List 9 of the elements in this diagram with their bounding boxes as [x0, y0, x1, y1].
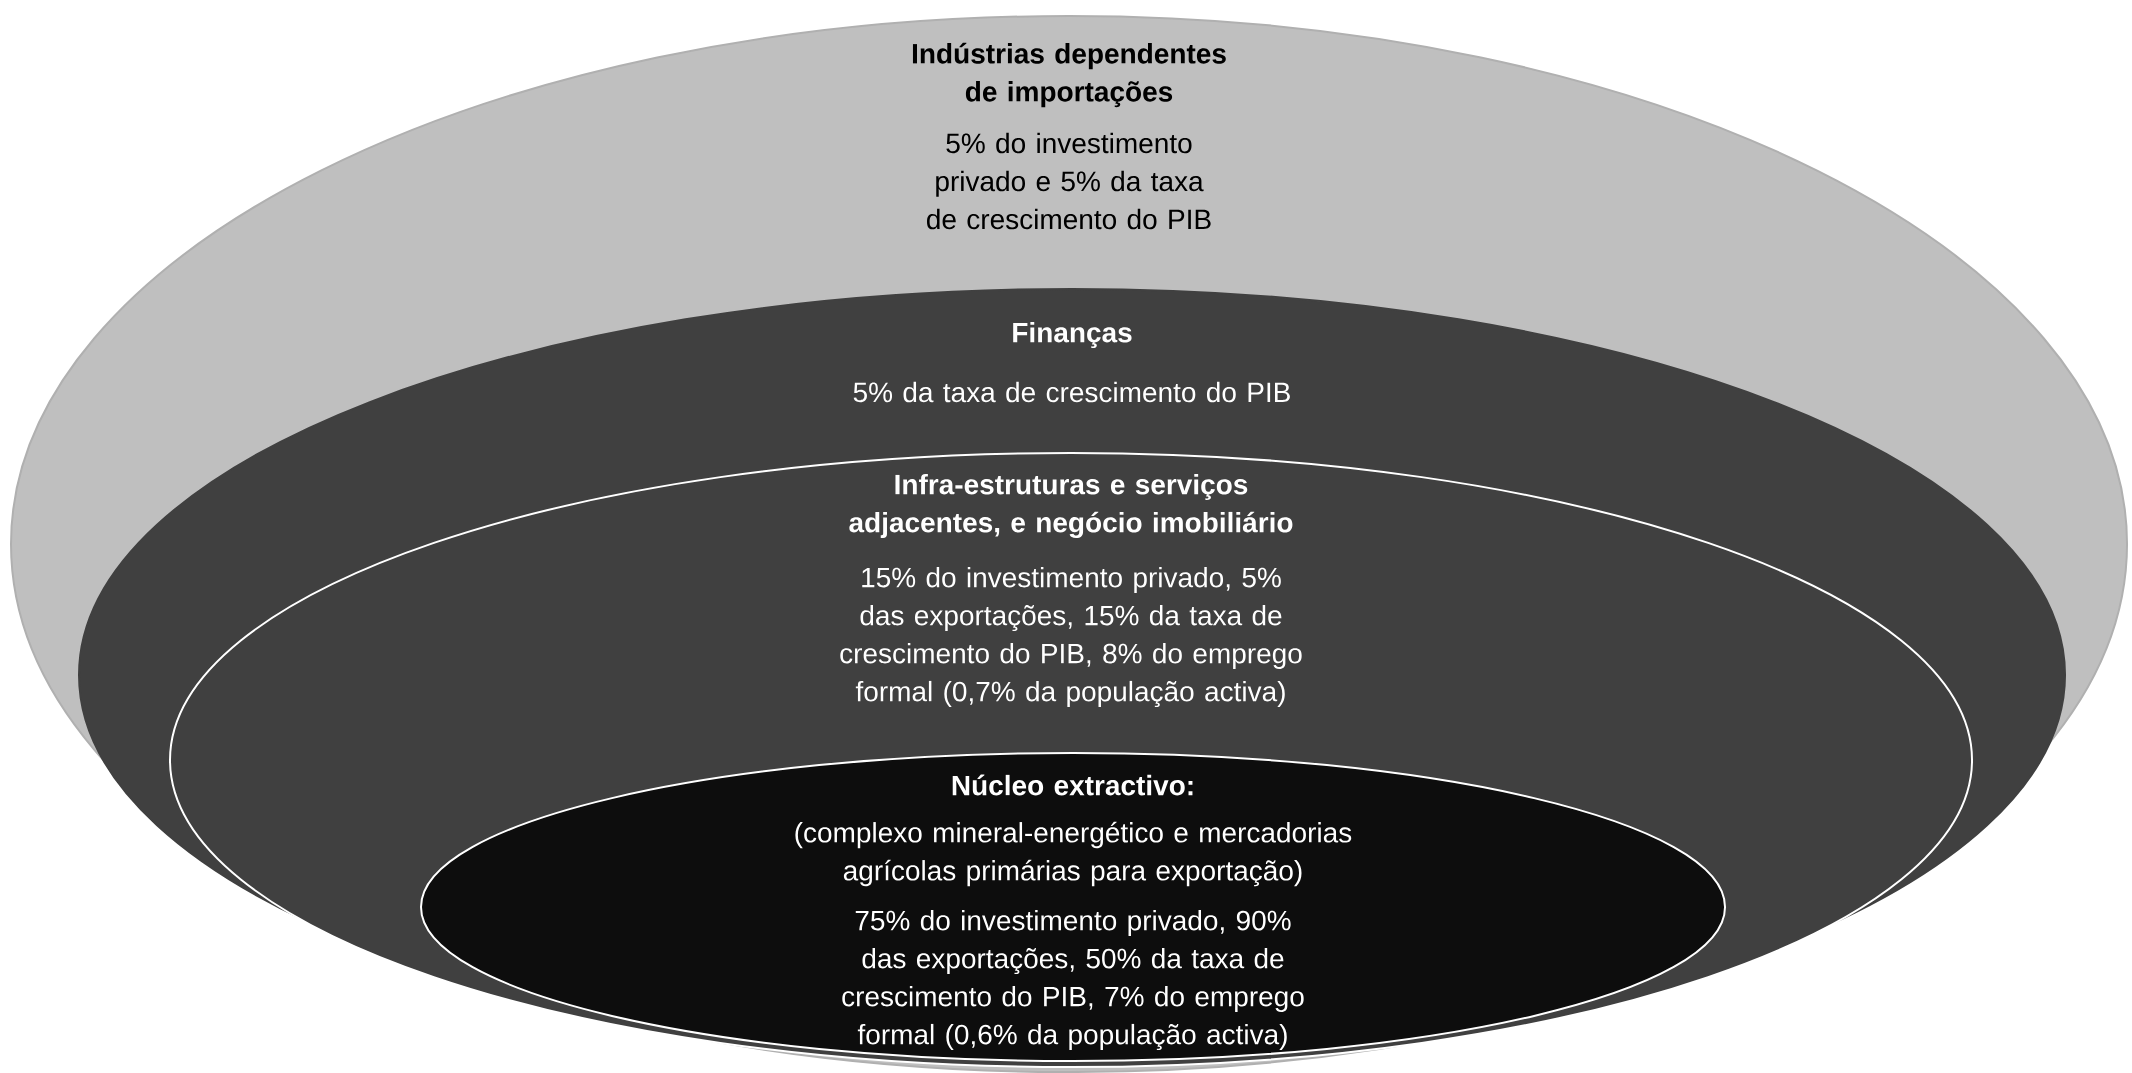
ring-heading: Finanças [1013, 321, 1132, 349]
ring-text: 75% do investimento privado, 90% das exportações, 50% da taxa de crescimento do PIB, 7% do emprego formal (0,6% da população activa) [842, 909, 1304, 1051]
ring-heading: Indústrias dependentes de importações [912, 42, 1226, 108]
ring-text: (complexo mineral-energético e mercadorias agrícolas primárias para exportação) [795, 821, 1352, 887]
ring-heading: Núcleo extractivo: [952, 774, 1193, 796]
ring-heading: Infra-estruturas e serviços adjacentes, e negócio imobiliário [849, 473, 1293, 539]
ring-text: 5% do investimento privado e 5% da taxa de crescimento do PIB [927, 132, 1211, 230]
ring-text: 5% da taxa de crescimento do PIB [853, 381, 1290, 403]
ring-text: 15% do investimento privado, 5% das exportações, 15% da taxa de crescimento do PIB, 8% do emprego formal (0,7% da população activa) [840, 566, 1302, 708]
